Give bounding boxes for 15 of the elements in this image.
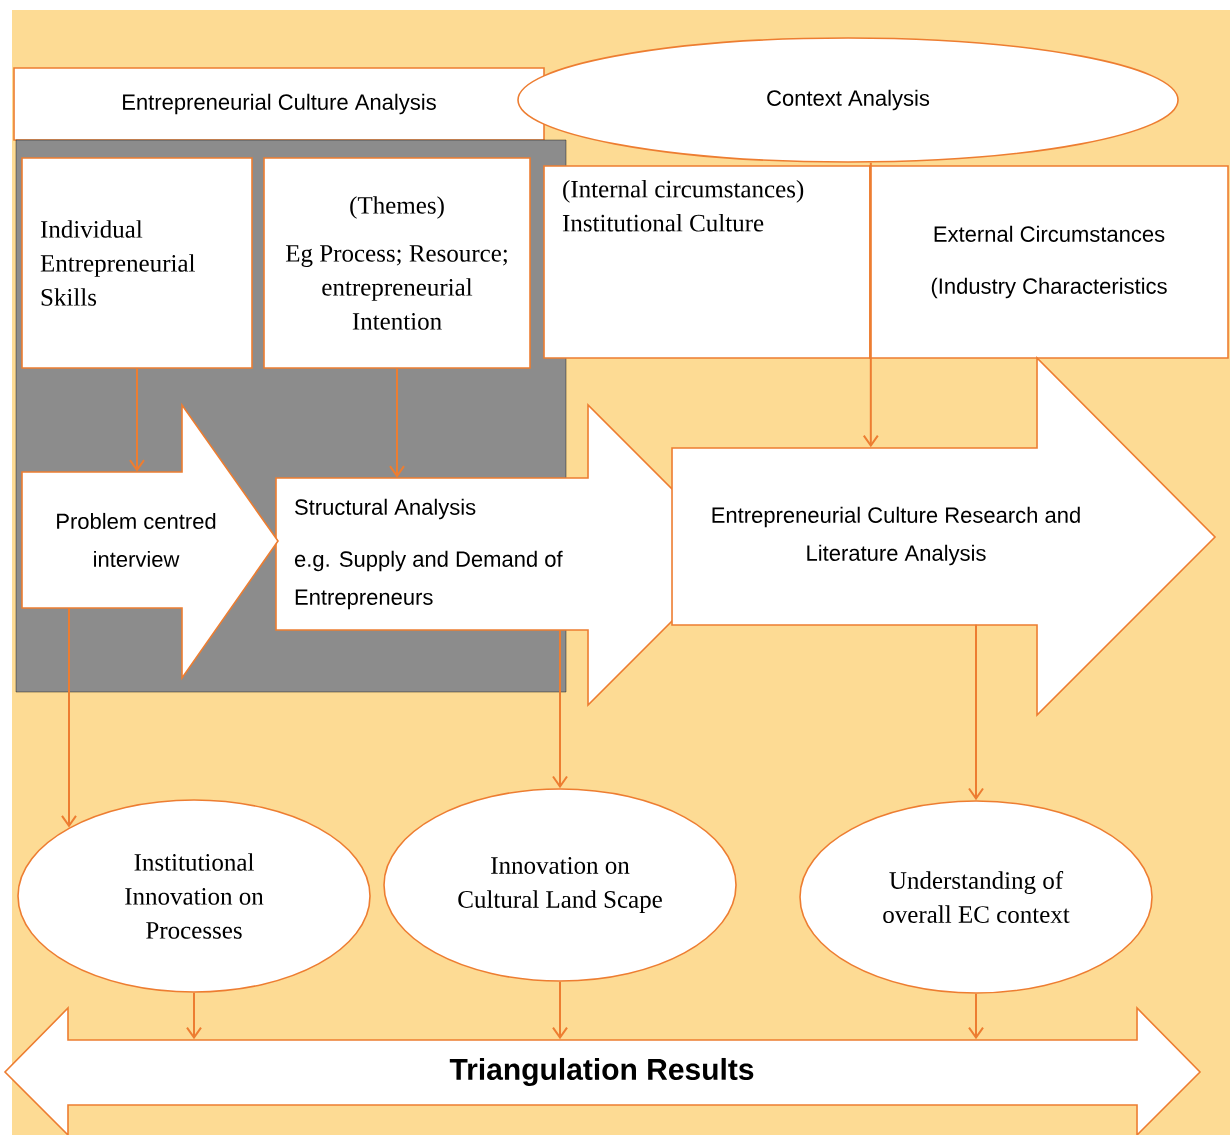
node-label: Triangulation Results xyxy=(449,1057,754,1087)
arrow xyxy=(552,980,568,1040)
arrow xyxy=(552,629,568,789)
arrow xyxy=(61,607,77,828)
arrow xyxy=(186,991,202,1040)
arrow xyxy=(862,161,879,448)
arrow xyxy=(968,623,984,801)
text-box: (Themes) Eg Process; Resource; entrepreneurial Intention xyxy=(263,157,531,369)
text-box: (Internal circumstances) Institutional Culture xyxy=(543,165,871,359)
text-box: External Circumstances (Industry Characteristics xyxy=(869,165,1229,359)
text-box: Individual Entrepreneurial Skills xyxy=(21,157,253,369)
arrow xyxy=(129,367,145,472)
arrow xyxy=(389,367,405,478)
arrow xyxy=(968,992,984,1040)
title-box: Entrepreneurial Culture Analysis xyxy=(13,67,545,141)
